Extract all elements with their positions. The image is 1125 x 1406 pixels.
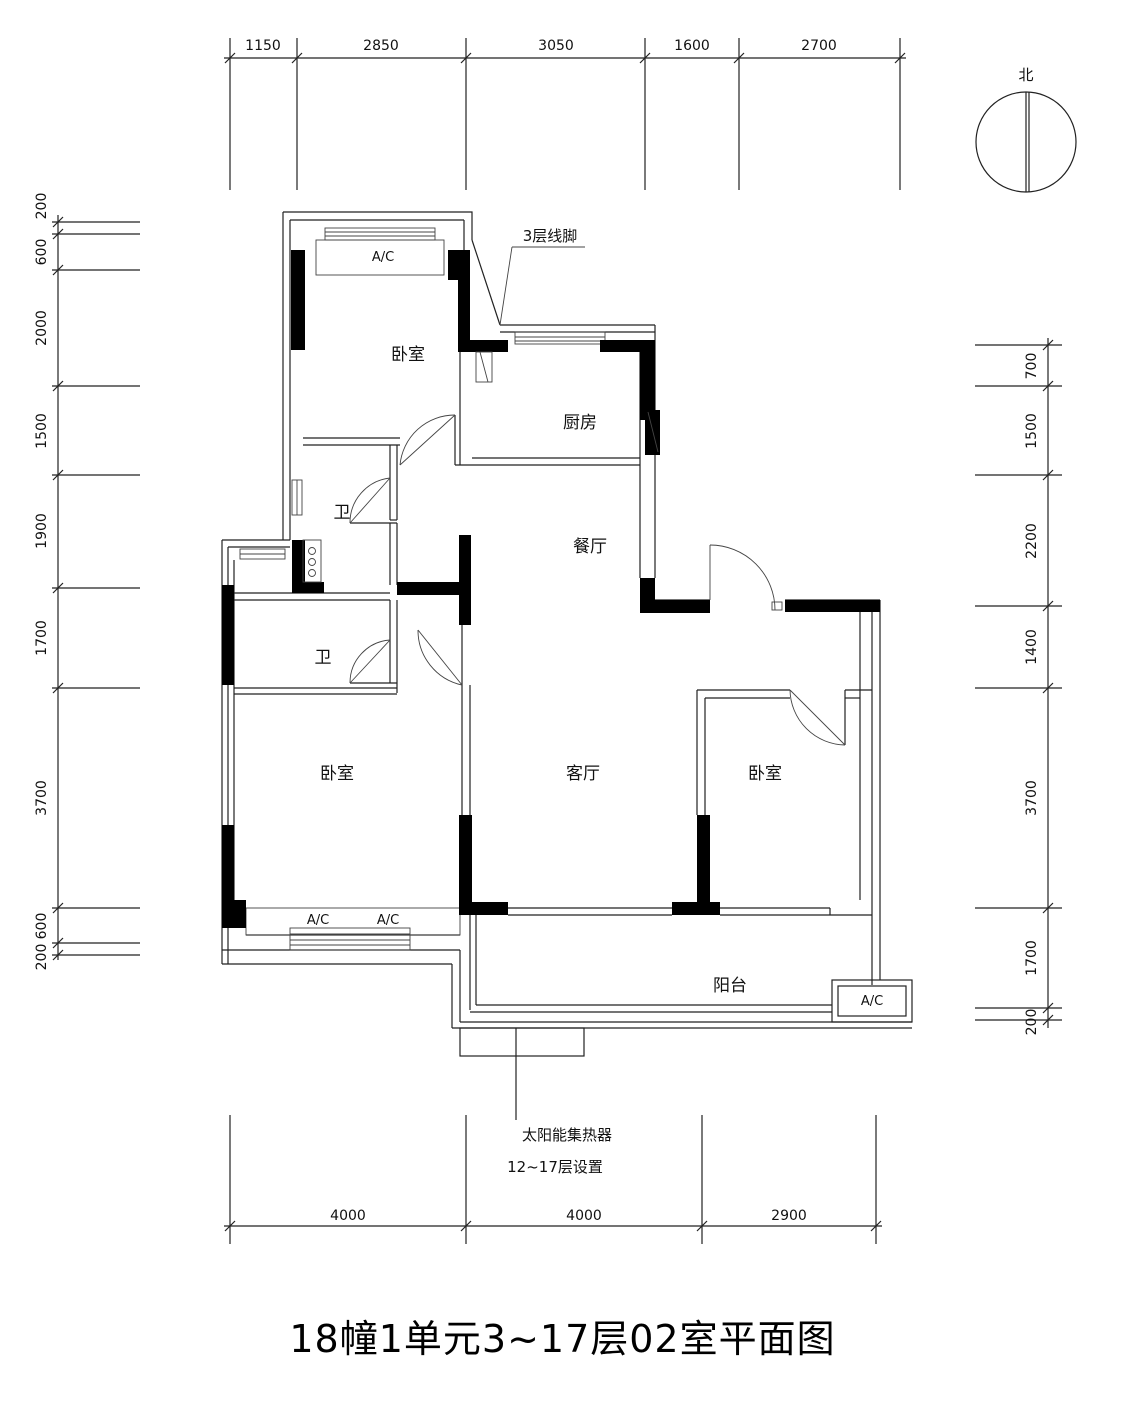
dim-right-7: 200 [1024, 1009, 1040, 1036]
dim-right-1: 700 [1024, 353, 1040, 380]
ac-label-balcony: A/C [861, 994, 883, 1009]
dim-right-2: 1500 [1024, 413, 1040, 449]
dim-top-5: 2700 [801, 38, 837, 54]
dim-top-2: 2850 [363, 38, 399, 54]
ac-label-bottom-1: A/C [307, 913, 329, 928]
plan-title: 18幢1单元3~17层02室平面图 [289, 1317, 836, 1361]
dim-left-8: 600 [34, 913, 50, 940]
ac-units: A/C A/C A/C A/C [307, 250, 883, 1009]
annotations: 3层线脚 太阳能集热器 12~17层设置 [499, 227, 612, 1176]
north-compass: 北 [975, 66, 1077, 193]
dim-left-4: 1500 [34, 413, 50, 449]
dim-left-1: 200 [34, 193, 50, 220]
annotation-floor-line: 3层线脚 [523, 227, 578, 245]
dim-left-6: 1700 [34, 620, 50, 656]
dim-left-5: 1900 [34, 513, 50, 549]
dim-left-7: 3700 [34, 780, 50, 816]
dim-bottom-1: 4000 [330, 1208, 366, 1224]
compass-north-label: 北 [1018, 66, 1033, 84]
dim-right-6: 1700 [1024, 940, 1040, 976]
room-bedroom-top: 卧室 [391, 345, 425, 365]
bottom-dimension-chain: 4000 4000 2900 [224, 1115, 882, 1244]
room-bedroom-right: 卧室 [748, 764, 782, 784]
room-living: 客厅 [566, 764, 600, 784]
dim-right-3: 2200 [1024, 523, 1040, 559]
ac-label-bottom-2: A/C [377, 913, 399, 928]
dim-top-3: 3050 [538, 38, 574, 54]
fixtures [302, 351, 659, 583]
room-bath-lower: 卫 [315, 648, 332, 668]
windows [239, 227, 606, 951]
solid-walls [222, 250, 880, 928]
doors [349, 414, 846, 746]
dim-left-3: 2000 [34, 310, 50, 346]
room-kitchen: 厨房 [563, 413, 597, 433]
dim-bottom-3: 2900 [771, 1208, 807, 1224]
dim-left-9: 200 [34, 944, 50, 971]
dim-top-1: 1150 [245, 38, 281, 54]
room-dining: 餐厅 [573, 537, 607, 557]
room-balcony: 阳台 [713, 976, 747, 996]
left-dimension-chain: 200 600 2000 1500 1900 1700 3700 600 200 [34, 193, 140, 971]
room-bedroom-left: 卧室 [320, 764, 354, 784]
ac-label-top: A/C [372, 250, 394, 265]
dim-left-2: 600 [34, 239, 50, 266]
dim-bottom-2: 4000 [566, 1208, 602, 1224]
dim-right-4: 1400 [1024, 629, 1040, 665]
room-bath-upper: 卫 [334, 503, 351, 523]
room-labels: 卧室 厨房 卫 餐厅 卫 卧室 客厅 卧室 阳台 [315, 345, 783, 996]
annotation-solar-collector: 太阳能集热器 [522, 1126, 612, 1144]
annotation-solar-floors: 12~17层设置 [507, 1158, 603, 1176]
right-dimension-chain: 700 1500 2200 1400 3700 1700 200 [975, 338, 1062, 1035]
dim-top-4: 1600 [674, 38, 710, 54]
dim-right-5: 3700 [1024, 780, 1040, 816]
top-dimension-chain: 1150 2850 3050 1600 2700 [224, 38, 906, 190]
